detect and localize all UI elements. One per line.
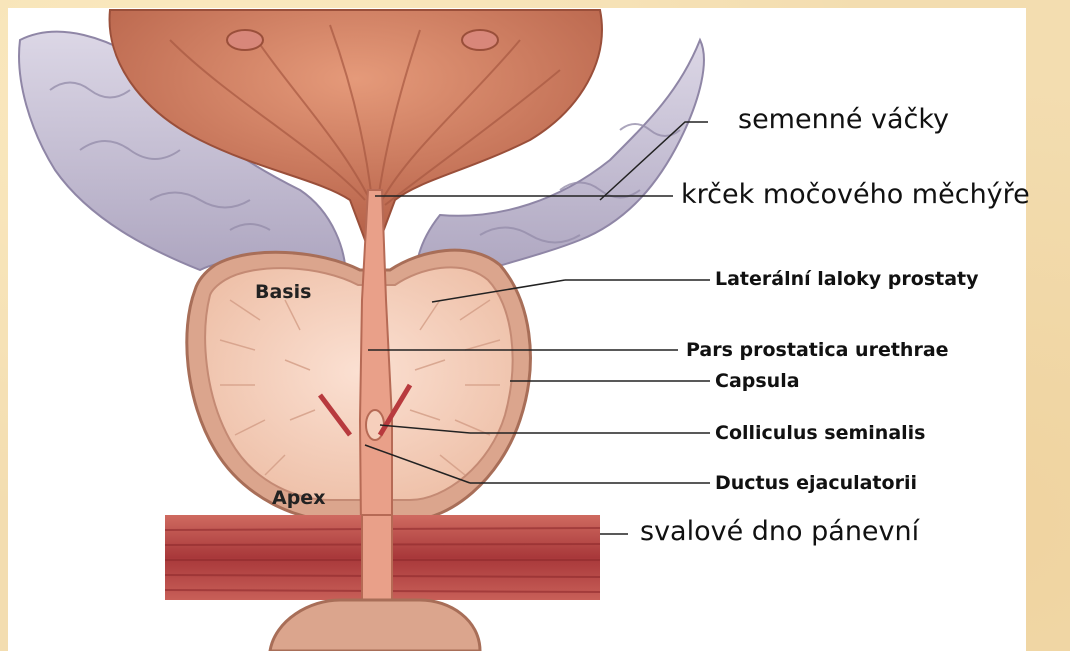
label-semenne-vacky: semenné váčky (738, 104, 949, 135)
label-capsula: Capsula (715, 370, 800, 392)
label-lateralni-laloky-prostaty: Laterální laloky prostaty (715, 268, 979, 290)
label-apex: Apex (272, 487, 325, 509)
label-svalove-dno-panevni: svalové dno pánevní (640, 516, 919, 547)
label-pars-prostatica-urethrae: Pars prostatica urethrae (686, 339, 949, 361)
label-colliculus-seminalis: Colliculus seminalis (715, 422, 925, 444)
label-basis: Basis (255, 281, 311, 303)
label-ductus-ejaculatorii: Ductus ejaculatorii (715, 472, 917, 494)
label-krcek-mocoveho-mechyre: krček močového měchýře (681, 179, 1030, 210)
ureter-opening-left (227, 30, 263, 50)
penile-bulb (270, 600, 480, 651)
ureter-opening-right (462, 30, 498, 50)
prostate-lobes (205, 267, 512, 500)
membranous-urethra (362, 515, 392, 600)
